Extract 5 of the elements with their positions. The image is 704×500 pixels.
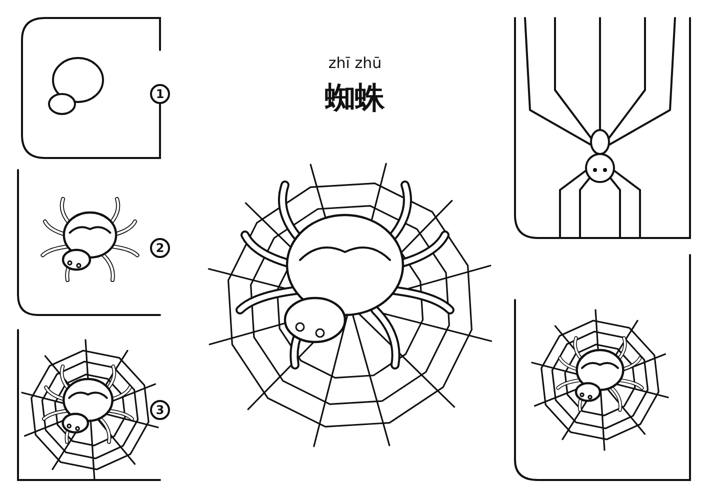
step-number: 3 — [150, 400, 170, 420]
title: 蜘蛛 — [324, 80, 386, 118]
pinyin-text: zhī zhū — [327, 54, 383, 72]
step-number: 2 — [150, 238, 170, 258]
step-number: 1 — [150, 84, 170, 104]
